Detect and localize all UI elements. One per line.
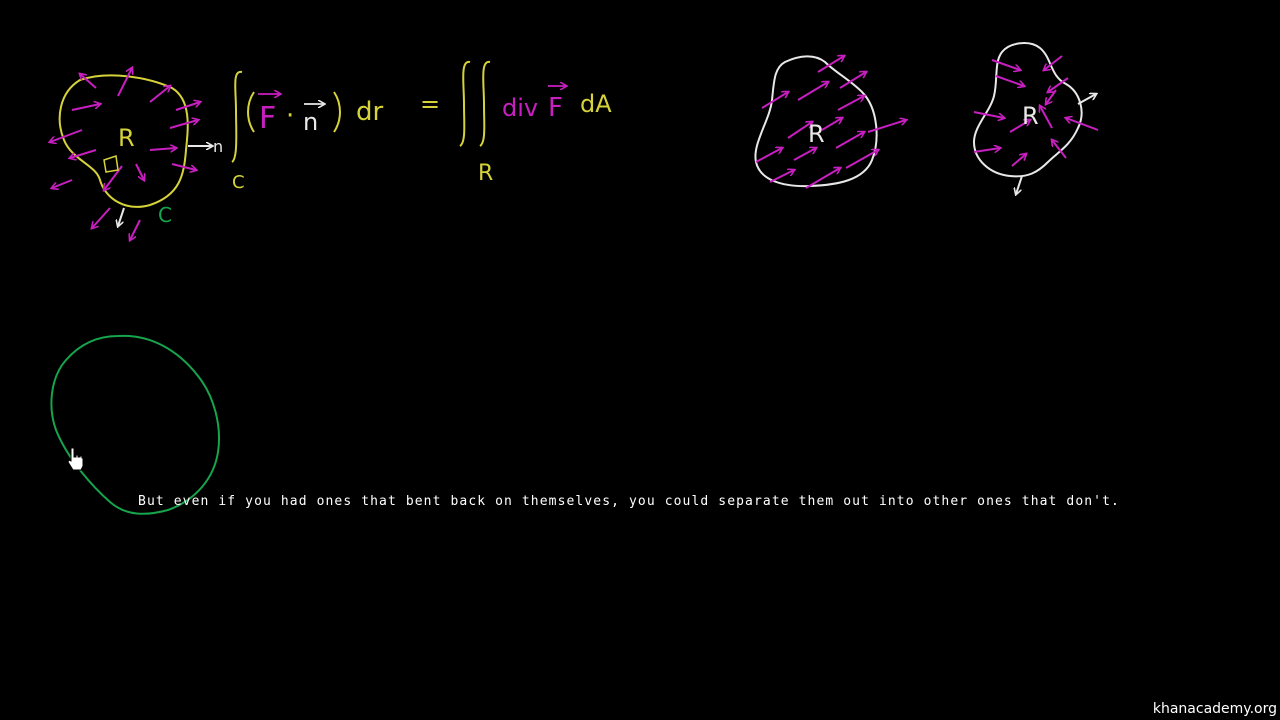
magenta-field-arrows [50,68,200,240]
double-integral-subscript: R [478,161,493,186]
middle-field-arrows [755,56,906,189]
lhs-F-vector: F [259,101,276,136]
equals-sign: = [420,90,440,118]
small-yellow-patch [103,155,119,173]
left-curve-label: C [158,203,172,227]
left-region-diagram: R C n [50,68,223,240]
divergence-theorem-equation: C F · n dr = R div F dA [231,61,612,193]
right-white-arrows [1016,94,1096,194]
lhs-dr: dr [356,97,384,127]
double-integral-sign-2 [479,61,491,147]
right-field-arrows [973,55,1099,167]
green-closed-curve [50,334,220,515]
rhs-F-vector: F [548,93,563,123]
left-paren [247,91,255,133]
double-integral-sign-1 [459,61,471,147]
right-paren [333,91,341,133]
subtitle-caption: But even if you had ones that bent back … [138,494,1120,509]
lhs-normal-n: n [303,108,318,136]
line-integral-subscript: C [232,172,245,193]
hand-pointer-icon [67,447,84,471]
right-region-boundary [972,42,1083,178]
white-normal-vectors [118,146,212,226]
right-region-diagram: R [972,42,1099,194]
middle-region-boundary [754,55,878,188]
left-normal-label: n [213,137,223,156]
rhs-div: div [502,94,538,122]
line-integral-sign [231,70,243,163]
left-region-label: R [118,124,135,152]
lhs-dot: · [286,101,294,131]
right-region-label: R [1022,102,1039,130]
middle-region-label: R [808,120,825,148]
middle-region-diagram: R [754,55,906,189]
rhs-dA: dA [580,90,612,118]
watermark: khanacademy.org [1152,701,1277,717]
